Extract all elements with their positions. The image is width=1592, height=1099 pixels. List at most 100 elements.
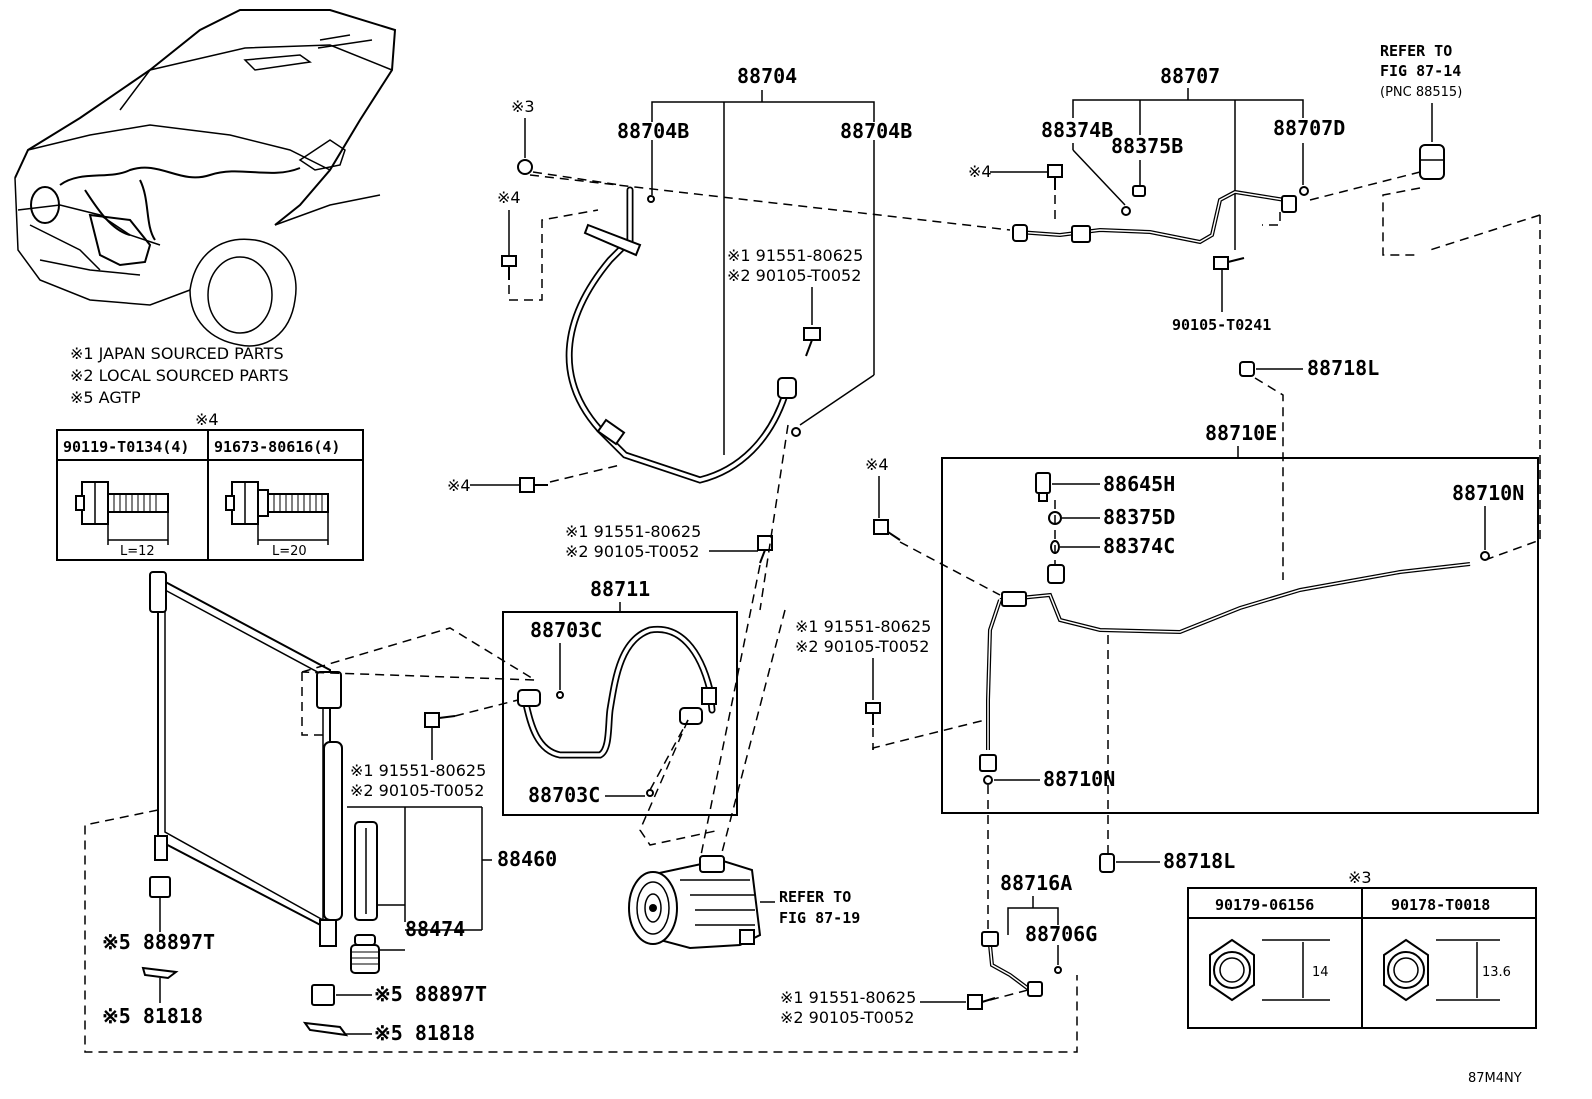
label-88897T-left: ※5 88897T <box>102 930 215 954</box>
callout-a1: ※1 91551-80625 <box>727 246 863 265</box>
bolt-icon <box>803 327 821 357</box>
legend-note-japan-sourced: ※1 JAPAN SOURCED PARTS <box>70 344 284 363</box>
callout-e2: ※2 90105-T0052 <box>780 1008 914 1027</box>
label-88375D: 88375D <box>1103 505 1175 529</box>
callout-d1: ※1 91551-80625 <box>350 761 486 780</box>
nut-table: ※3 90179-06156 90178-T0018 14 13.6 <box>1187 868 1537 1029</box>
label-88375B: 88375B <box>1111 134 1183 158</box>
bolt-icon <box>501 255 517 280</box>
legend-note-local-sourced: ※2 LOCAL SOURCED PARTS <box>70 366 289 385</box>
bolt-icon <box>757 535 773 564</box>
label-88716A: 88716A <box>1000 871 1072 895</box>
refer-fig-87-14: REFER TO FIG 87-14 (PNC 88515) <box>1380 42 1541 540</box>
marker-4-hose-bolt: ※4 <box>447 476 471 495</box>
refer-text-2: REFER TO <box>779 888 851 906</box>
bolt-length-l20: L=20 <box>272 544 307 559</box>
hex-nut-13-6-icon <box>1383 938 1500 1002</box>
nut-dim-14: 14 <box>1312 965 1329 980</box>
label-88706G: 88706G <box>1025 922 1097 946</box>
bolt-table: ※4 90119-T0134(4) 91673-80616(4) L=12 <box>56 410 364 561</box>
label-88718L-top: 88718L <box>1307 356 1379 380</box>
label-88703C-bottom: 88703C <box>528 783 600 807</box>
callout-e1: ※1 91551-80625 <box>780 988 916 1007</box>
refer-text-2b: FIG 87-19 <box>779 909 860 927</box>
legend-note-agtp: ※5 AGTP <box>70 388 141 407</box>
label-88710E: 88710E <box>1205 421 1277 445</box>
refer-text-1: REFER TO <box>1380 42 1452 60</box>
callout-c2: ※2 90105-T0052 <box>795 637 929 656</box>
label-81818-bottom: ※5 81818 <box>374 1021 475 1045</box>
label-88897T-bottom: ※5 88897T <box>374 982 487 1006</box>
group-88718L-bottom: 88718L <box>1099 849 1235 873</box>
bolt-icon <box>519 477 548 493</box>
filter-cap-icon <box>350 934 380 974</box>
group-88707: 88707 88374B 88375B 88707D ※4 90 <box>529 64 1421 334</box>
callout-group-d: ※1 91551-80625 ※2 90105-T0052 <box>350 712 486 800</box>
bolt-icon <box>967 994 996 1010</box>
nut-table-col1-header: 90179-06156 <box>1215 896 1314 914</box>
callout-group-c: ※1 91551-80625 ※2 90105-T0052 <box>795 617 931 750</box>
callout-b2: ※2 90105-T0052 <box>565 542 699 561</box>
refer-text-1b: FIG 87-14 <box>1380 62 1461 80</box>
group-88716A: 88716A 88706G ※1 91551-80625 ※2 90105-T0… <box>780 785 1097 1027</box>
refer-text-1c: (PNC 88515) <box>1380 85 1462 100</box>
nut-dim-13-6: 13.6 <box>1482 965 1511 980</box>
desiccant-icon <box>354 821 378 921</box>
bolt-icon <box>865 702 881 725</box>
marker-4-right-bolt: ※4 <box>865 455 1001 596</box>
seal-block-icon <box>149 876 171 898</box>
flange-bolt-l12-icon <box>75 481 169 545</box>
compressor-illustration: REFER TO FIG 87-19 <box>628 424 860 950</box>
marker-3: ※3 <box>511 97 535 116</box>
callout-b1: ※1 91551-80625 <box>565 522 701 541</box>
bolt-table-col2-header: 91673-80616(4) <box>214 438 340 456</box>
label-88704B-right: 88704B <box>840 119 912 143</box>
nut-table-col2-header: 90178-T0018 <box>1391 896 1490 914</box>
pressure-switch-icon <box>1035 472 1051 502</box>
label-88710N-bottom: 88710N <box>1043 767 1115 791</box>
label-88645H: 88645H <box>1103 472 1175 496</box>
group-88704: 88704 88704B 88704B ※3 ※4 ※1 91551-80625… <box>447 64 912 495</box>
marker-4-right: ※4 <box>865 455 889 474</box>
marker-4-top-left: ※4 <box>497 188 521 207</box>
bolt-length-l12: L=12 <box>120 544 155 559</box>
label-88704: 88704 <box>737 64 797 88</box>
label-88374C: 88374C <box>1103 534 1175 558</box>
receiver-fitting-icon <box>1419 144 1445 180</box>
nut-icon <box>517 159 533 175</box>
condenser-88460: 88460 88474 ※5 88897T ※5 81818 ※5 88897T <box>84 571 1078 1053</box>
label-88710N-top: 88710N <box>1452 481 1524 505</box>
legend: ※1 JAPAN SOURCED PARTS ※2 LOCAL SOURCED … <box>70 344 289 407</box>
nut-table-marker: ※3 <box>1348 868 1372 887</box>
label-88707D: 88707D <box>1273 116 1345 140</box>
hex-nut-14-icon <box>1209 938 1330 1002</box>
label-88707: 88707 <box>1160 64 1220 88</box>
label-88374B: 88374B <box>1041 118 1113 142</box>
label-88711: 88711 <box>590 577 650 601</box>
bolt-table-col1-header: 90119-T0134(4) <box>63 438 189 456</box>
label-88703C-top: 88703C <box>530 618 602 642</box>
bolt-table-marker: ※4 <box>195 410 219 429</box>
label-81818-left: ※5 81818 <box>102 1004 203 1028</box>
callout-c1: ※1 91551-80625 <box>795 617 931 636</box>
flange-bolt-l20-icon <box>225 481 329 545</box>
diagram-code: 87M4NY <box>1468 1071 1522 1086</box>
group-88710E: 88710E 88645H 88375D 88374C 88710N 88710… <box>872 421 1541 860</box>
callout-d2: ※2 90105-T0052 <box>350 781 484 800</box>
group-88718L-top: 88718L <box>1239 356 1379 580</box>
bolt-icon <box>1047 164 1063 190</box>
bolt-icon <box>424 712 456 728</box>
seal-block-icon <box>311 984 335 1006</box>
label-88460: 88460 <box>497 847 557 871</box>
group-88711: ※1 91551-80625 ※2 90105-T0052 88711 8870… <box>454 522 773 816</box>
bolt-icon <box>873 519 901 541</box>
label-88474: 88474 <box>405 917 465 941</box>
callout-a2: ※2 90105-T0052 <box>727 266 861 285</box>
label-90105-T0241: 90105-T0241 <box>1172 316 1271 334</box>
bolt-icon <box>1213 256 1245 270</box>
vehicle-illustration <box>14 9 397 347</box>
label-88718L-bottom: 88718L <box>1163 849 1235 873</box>
label-88704B-left: 88704B <box>617 119 689 143</box>
